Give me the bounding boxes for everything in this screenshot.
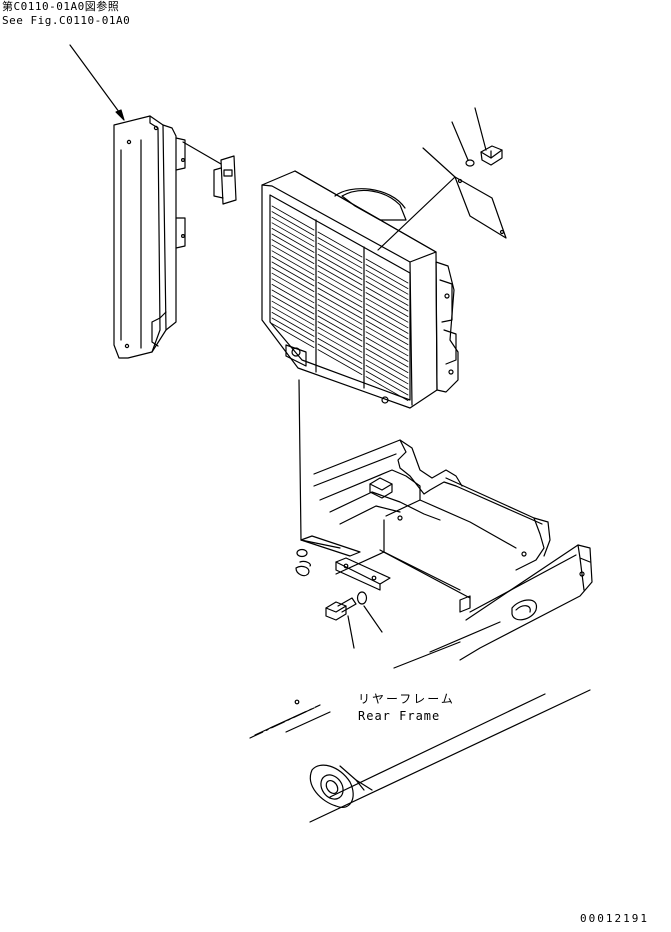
grille-slat bbox=[318, 238, 362, 263]
grille-slat bbox=[318, 243, 362, 268]
grille-slat bbox=[366, 287, 408, 311]
grille-slat bbox=[318, 333, 362, 358]
rear-frame-label-jp: リヤーフレーム bbox=[358, 692, 455, 706]
grille-slat bbox=[318, 316, 362, 341]
grille-slat bbox=[366, 377, 408, 401]
grille-slat bbox=[366, 259, 408, 283]
grille-slat bbox=[272, 212, 314, 236]
grille-slat bbox=[318, 327, 362, 352]
grille-slat bbox=[272, 273, 314, 297]
grille-slat bbox=[272, 268, 314, 292]
washer-small bbox=[296, 550, 310, 576]
grille-slat bbox=[318, 305, 362, 330]
grille-slat bbox=[318, 288, 362, 313]
grille-slat bbox=[366, 309, 408, 333]
grille-slat bbox=[272, 223, 314, 247]
grille-slat bbox=[366, 371, 408, 395]
grille-slat bbox=[366, 326, 408, 350]
reference-note-jp: 第C0110-01A0図参照 bbox=[2, 0, 120, 13]
grille-slat bbox=[318, 344, 362, 369]
grille-slat bbox=[366, 332, 408, 356]
grille-slat bbox=[318, 260, 362, 285]
grille-slat bbox=[318, 350, 362, 375]
radiator-grille-slats bbox=[272, 206, 408, 401]
grille-slat bbox=[272, 290, 314, 314]
grille-slat bbox=[272, 228, 314, 252]
grille-slat bbox=[366, 304, 408, 328]
grille-slat bbox=[366, 360, 408, 384]
grille-slat bbox=[366, 354, 408, 378]
grille-slat bbox=[366, 281, 408, 305]
grille-slat bbox=[272, 301, 314, 325]
grille-slat bbox=[366, 365, 408, 389]
grille-slat bbox=[318, 310, 362, 335]
grille-slat bbox=[318, 282, 362, 307]
reference-leader-arrow bbox=[70, 45, 124, 120]
grille-slat bbox=[272, 296, 314, 320]
grille-slat bbox=[366, 321, 408, 345]
grille-slat bbox=[366, 293, 408, 317]
grille-slat bbox=[272, 251, 314, 275]
washer-lower bbox=[358, 592, 383, 632]
bolt-lower bbox=[326, 598, 356, 648]
grille-slat bbox=[318, 277, 362, 302]
grille-slat bbox=[318, 266, 362, 291]
reference-note-en: See Fig.C0110-01A0 bbox=[2, 14, 131, 27]
grille-slat bbox=[366, 276, 408, 300]
grille-slat bbox=[272, 279, 314, 303]
grille-slat bbox=[272, 284, 314, 308]
small-bracket bbox=[183, 142, 236, 204]
grille-slat bbox=[272, 217, 314, 241]
access-cover-plate bbox=[378, 148, 506, 250]
grille-slat bbox=[272, 312, 314, 336]
grille-slat bbox=[272, 324, 314, 348]
grille-slat bbox=[272, 318, 314, 342]
side-cover-plate bbox=[114, 116, 185, 358]
grille-slat bbox=[318, 249, 362, 274]
grille-slat bbox=[366, 270, 408, 294]
grille-slat bbox=[318, 294, 362, 319]
radiator-core-assembly bbox=[262, 171, 458, 408]
grille-slat bbox=[318, 322, 362, 347]
grille-slat bbox=[366, 315, 408, 339]
grille-slat bbox=[366, 343, 408, 367]
grille-slat bbox=[366, 349, 408, 373]
grille-slat bbox=[366, 337, 408, 361]
bolt-top bbox=[475, 108, 502, 165]
grille-slat bbox=[366, 265, 408, 289]
grille-slat bbox=[318, 232, 362, 257]
grille-slat bbox=[318, 299, 362, 324]
grille-slat bbox=[318, 338, 362, 363]
mounting-bracket-plate bbox=[301, 536, 390, 590]
rear-frame-label-en: Rear Frame bbox=[358, 709, 441, 723]
washer-top bbox=[452, 122, 474, 166]
grille-slat bbox=[272, 262, 314, 286]
rear-frame bbox=[250, 440, 592, 822]
grille-slat bbox=[272, 206, 314, 230]
grille-slat bbox=[272, 256, 314, 280]
grille-slat bbox=[318, 271, 362, 296]
grille-slat bbox=[272, 307, 314, 331]
grille-slat bbox=[272, 245, 314, 269]
grille-slat bbox=[366, 298, 408, 322]
drawing-number: 00012191 bbox=[580, 912, 649, 925]
grille-slat bbox=[272, 240, 314, 264]
grille-slat bbox=[272, 234, 314, 258]
grille-slat bbox=[318, 254, 362, 279]
